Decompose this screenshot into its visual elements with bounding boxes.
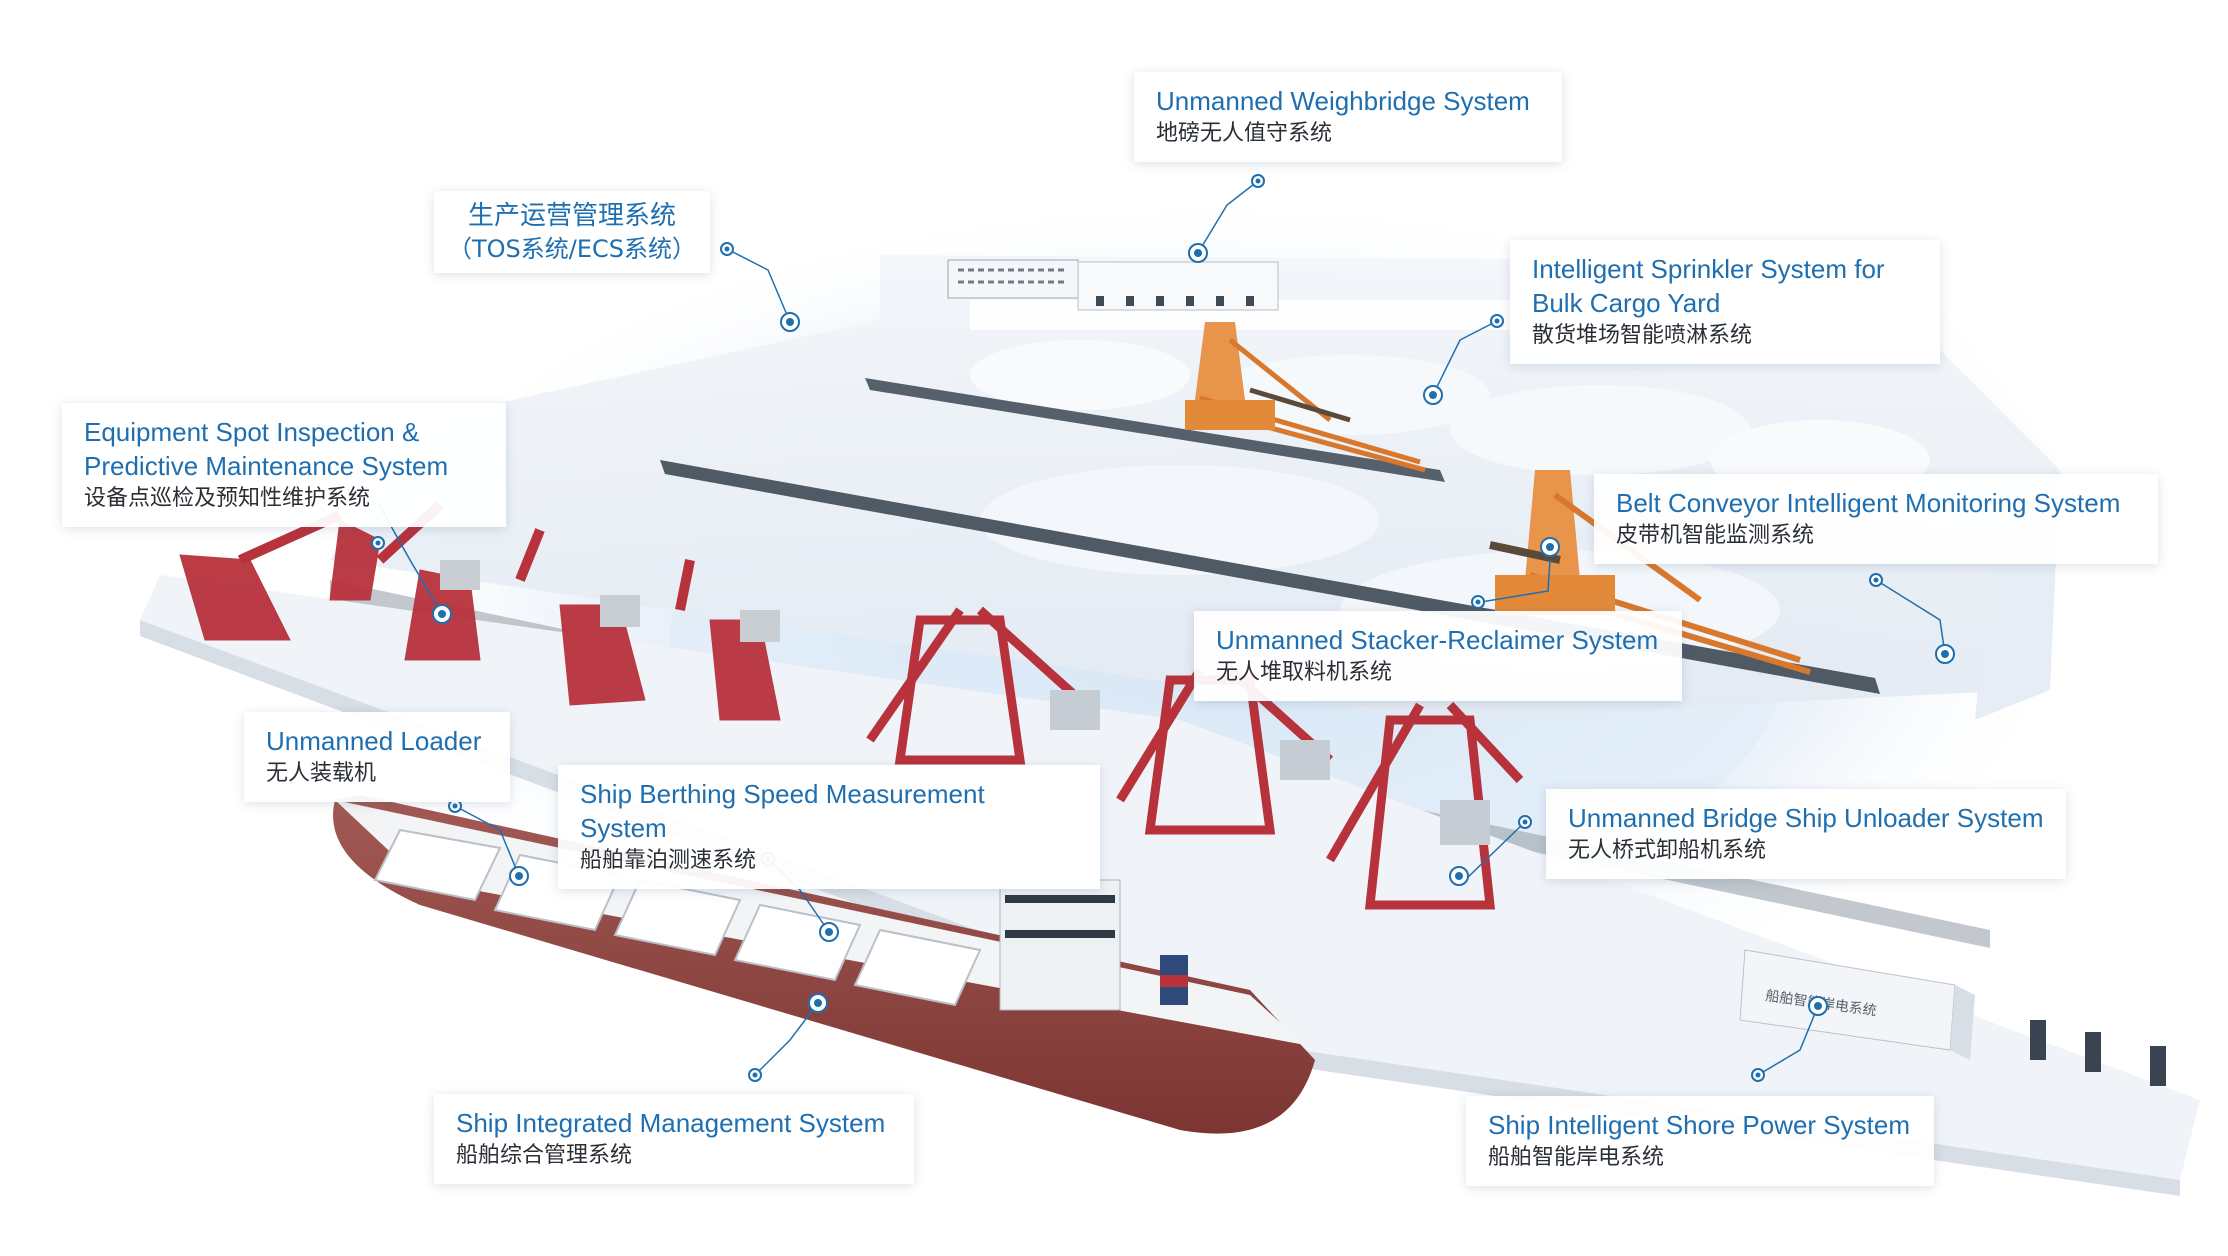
- callout-tos[interactable]: 生产运营管理系统 （TOS系统/ECS系统）: [434, 191, 710, 273]
- callout-en-label: Unmanned Stacker-Reclaimer System: [1216, 625, 1659, 655]
- hotspot-belt: [1935, 644, 1955, 664]
- callout-zh-label: 设备点巡检及预知性维护系统: [84, 486, 371, 511]
- callout-en-label: Intelligent Sprinkler System for Bulk Ca…: [1532, 254, 1885, 318]
- callout-zh-label: 散货堆场智能喷淋系统: [1532, 323, 1753, 348]
- callout-sprinkler[interactable]: Intelligent Sprinkler System for Bulk Ca…: [1510, 240, 1940, 364]
- callout-zh-label: 船舶综合管理系统: [456, 1143, 633, 1168]
- cargo-pile: [970, 340, 1190, 410]
- hotspot-shore-power-dot: [1751, 1068, 1765, 1082]
- callout-weighbridge[interactable]: Unmanned Weighbridge System 地磅无人值守系统: [1134, 72, 1562, 162]
- shore-power-station: 船舶智能岸电系统: [1739, 949, 2166, 1086]
- callout-inspection[interactable]: Equipment Spot Inspection & Predictive M…: [62, 403, 506, 527]
- callout-en-label: Ship Integrated Management System: [456, 1108, 886, 1138]
- callout-zh-label: 地磅无人值守系统: [1156, 121, 1333, 146]
- hotspot-belt-dot: [1869, 573, 1883, 587]
- callout-en-label: Equipment Spot Inspection & Predictive M…: [84, 417, 449, 481]
- callout-zh-label: 无人桥式卸船机系统: [1568, 838, 1767, 863]
- callout-en-label: Ship Intelligent Shore Power System: [1488, 1110, 1910, 1140]
- hotspot-tos: [780, 312, 800, 332]
- callout-shore-power[interactable]: Ship Intelligent Shore Power System 船舶智能…: [1466, 1096, 1934, 1186]
- cargo-pile: [1450, 385, 1750, 475]
- callout-zh-subtitle: （TOS系统/ECS系统）: [447, 235, 697, 263]
- hotspot-sprinkler: [1423, 385, 1443, 405]
- hotspot-inspection: [432, 604, 452, 624]
- hotspot-weighbridge-dot: [1251, 174, 1265, 188]
- hotspot-loader: [509, 866, 529, 886]
- cargo-pile: [1210, 355, 1490, 435]
- portal-crane-group: [179, 501, 781, 721]
- callout-loader[interactable]: Unmanned Loader 无人装载机: [244, 712, 510, 802]
- callout-zh-label: 船舶靠泊测速系统: [580, 848, 757, 873]
- callout-en-label: Unmanned Bridge Ship Unloader System: [1568, 803, 2044, 833]
- hotspot-stacker-dot: [1471, 595, 1485, 609]
- hotspot-unloader-dot: [1518, 815, 1532, 829]
- office-building: [947, 259, 1279, 311]
- callout-zh-title: 生产运营管理系统: [467, 201, 676, 231]
- stacker-reclaimer-back: [1185, 322, 1426, 473]
- hotspot-ship-mgmt: [808, 993, 828, 1013]
- callout-zh-label: 无人堆取料机系统: [1216, 660, 1393, 685]
- hotspot-unloader: [1449, 866, 1469, 886]
- callout-ship-mgmt[interactable]: Ship Integrated Management System 船舶综合管理…: [434, 1094, 914, 1184]
- hotspot-belt-crane: [1540, 537, 1560, 557]
- hotspot-weighbridge: [1188, 243, 1208, 263]
- hotspot-berthing: [819, 922, 839, 942]
- callout-en-label: Unmanned Weighbridge System: [1156, 86, 1530, 116]
- hotspot-sprinkler-dot: [1490, 314, 1504, 328]
- hotspot-shore-power: [1808, 996, 1828, 1016]
- callout-zh-label: 无人装载机: [266, 761, 377, 786]
- rail-track: [865, 378, 1445, 482]
- callout-en-label: Ship Berthing Speed Measurement System: [580, 779, 985, 843]
- quay: [140, 575, 2200, 1180]
- hotspot-inspection-dot: [371, 536, 385, 550]
- hotspot-tos-dot: [720, 242, 734, 256]
- callout-belt[interactable]: Belt Conveyor Intelligent Monitoring Sys…: [1594, 474, 2158, 564]
- callout-zh-label: 皮带机智能监测系统: [1616, 523, 1815, 548]
- callout-unloader[interactable]: Unmanned Bridge Ship Unloader System 无人桥…: [1546, 789, 2066, 879]
- callout-en-label: Unmanned Loader: [266, 726, 482, 756]
- callout-zh-label: 船舶智能岸电系统: [1488, 1145, 1665, 1170]
- callout-en-label: Belt Conveyor Intelligent Monitoring Sys…: [1616, 488, 2121, 518]
- yard-wall-back: [970, 300, 2070, 470]
- callout-stacker[interactable]: Unmanned Stacker-Reclaimer System 无人堆取料机…: [1194, 611, 1682, 701]
- callout-berthing[interactable]: Ship Berthing Speed Measurement System 船…: [558, 765, 1100, 889]
- hotspot-ship-mgmt-dot: [748, 1068, 762, 1082]
